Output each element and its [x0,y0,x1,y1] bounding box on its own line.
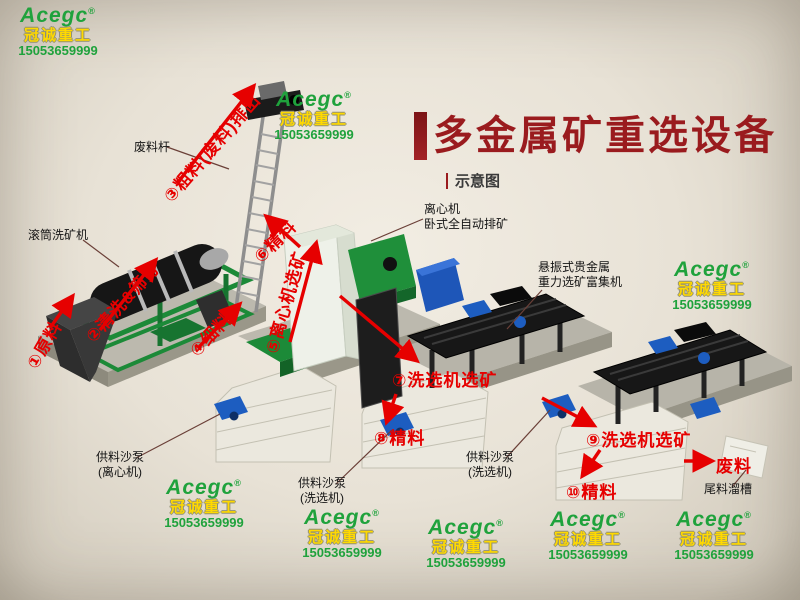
watermark-6: Acegc® 冠诚重工 15053659999 [414,516,518,571]
watermark-4: Acegc® 冠诚重工 15053659999 [152,476,256,531]
label-centrifuge: 离心机 卧式全自动排矿 [424,202,508,232]
watermark-phone: 15053659999 [164,515,244,531]
watermark-phone: 15053659999 [18,43,98,59]
shaker-table-2 [592,322,768,424]
flow-label-washer-beneficiation-9: ⑨洗选机选矿 [586,431,692,450]
watermark-2: Acegc® 冠诚重工 15053659999 [262,88,366,143]
watermark-brand: Acegc® [674,258,750,281]
watermark-company: 冠诚重工 [23,26,92,44]
label-sand-pump-centrifuge-line2: (离心机) [98,465,142,479]
label-concentrator-line2: 重力选矿富集机 [538,275,623,289]
watermark-company: 冠诚重工 [169,498,238,516]
label-tailings-chute: 尾料溜槽 [704,482,753,496]
label-centrifuge-line1: 离心机 [424,202,461,216]
watermark-company: 冠诚重工 [553,530,622,548]
watermark-brand: Acegc® [304,506,380,529]
label-sand-pump-washer-1: 供料沙泵 (洗选机) [298,476,346,506]
watermark-7: Acegc® 冠诚重工 15053659999 [536,508,640,563]
page-title: 多金属矿重选设备 [433,114,777,158]
watermark-3: Acegc® 冠诚重工 15053659999 [660,258,764,313]
label-sand-pump-centrifuge-line1: 供料沙泵 [96,450,145,464]
shaker-table-1 [406,286,586,388]
watermark-company: 冠诚重工 [679,530,748,548]
label-sand-pump-washer-2-line2: (洗选机) [468,465,512,479]
watermark-8: Acegc® 冠诚重工 15053659999 [662,508,766,563]
label-waste-rod: 废料杆 [134,140,171,154]
subtitle: 示意图 [446,170,500,191]
watermark-company: 冠诚重工 [677,280,746,298]
title-accent-bar [414,112,427,160]
label-sand-pump-washer-2-line1: 供料沙泵 [466,450,515,464]
watermark-phone: 15053659999 [302,545,382,561]
watermark-1: Acegc® 冠诚重工 15053659999 [6,4,110,59]
flow-label-washer-beneficiation-7: ⑦洗选机选矿 [392,371,498,390]
label-concentrator-line1: 悬振式贵金属 [538,260,611,274]
watermark-brand: Acegc® [550,508,626,531]
label-leader-lines [82,146,747,488]
watermark-phone: 15053659999 [548,547,628,563]
label-concentrator: 悬振式贵金属 重力选矿富集机 [538,260,622,290]
watermark-phone: 15053659999 [672,297,752,313]
label-drum-washer: 滚筒洗矿机 [28,228,89,242]
watermark-brand: Acegc® [276,88,352,111]
watermark-5: Acegc® 冠诚重工 15053659999 [290,506,394,561]
watermark-phone: 15053659999 [426,555,506,571]
label-sand-pump-washer-1-line1: 供料沙泵 [298,476,347,490]
watermark-phone: 15053659999 [674,547,754,563]
watermark-brand: Acegc® [676,508,752,531]
label-sand-pump-centrifuge: 供料沙泵 (离心机) [96,450,144,480]
label-sand-pump-washer-1-line2: (洗选机) [300,491,344,505]
label-centrifuge-line2: 卧式全自动排矿 [424,217,509,231]
watermark-phone: 15053659999 [274,127,354,143]
flow-label-concentrate-8: ⑧精料 [374,429,426,448]
watermark-company: 冠诚重工 [431,538,500,556]
label-sand-pump-washer-2: 供料沙泵 (洗选机) [466,450,514,480]
bucket-ladder [234,81,304,313]
tailings-chute-shape [719,435,769,479]
subtitle-text: 示意图 [455,173,501,190]
watermark-company: 冠诚重工 [307,528,376,546]
watermark-brand: Acegc® [166,476,242,499]
watermark-company: 冠诚重工 [279,110,348,128]
subtitle-accent-bar [446,172,448,189]
watermark-brand: Acegc® [428,516,504,539]
flow-label-concentrate-10: ⑩精料 [566,483,618,502]
title-block: 多金属矿重选设备 [414,112,777,160]
flow-arrows [48,82,717,480]
flow-label-waste: 废料 [716,457,752,476]
watermark-brand: Acegc® [20,4,96,27]
